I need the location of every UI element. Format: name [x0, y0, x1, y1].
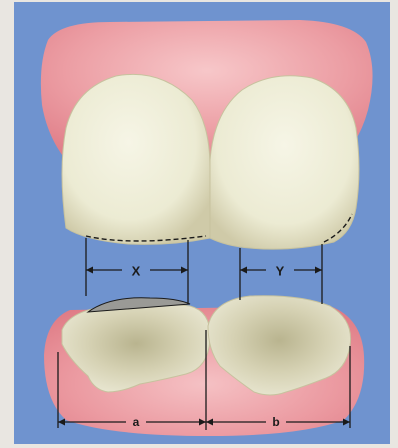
- label-x: X: [132, 265, 141, 278]
- upper-left-incisor: [62, 74, 210, 244]
- label-a: a: [133, 416, 140, 428]
- label-b: b: [272, 416, 279, 428]
- upper-right-incisor: [210, 76, 359, 249]
- label-y: Y: [276, 265, 285, 278]
